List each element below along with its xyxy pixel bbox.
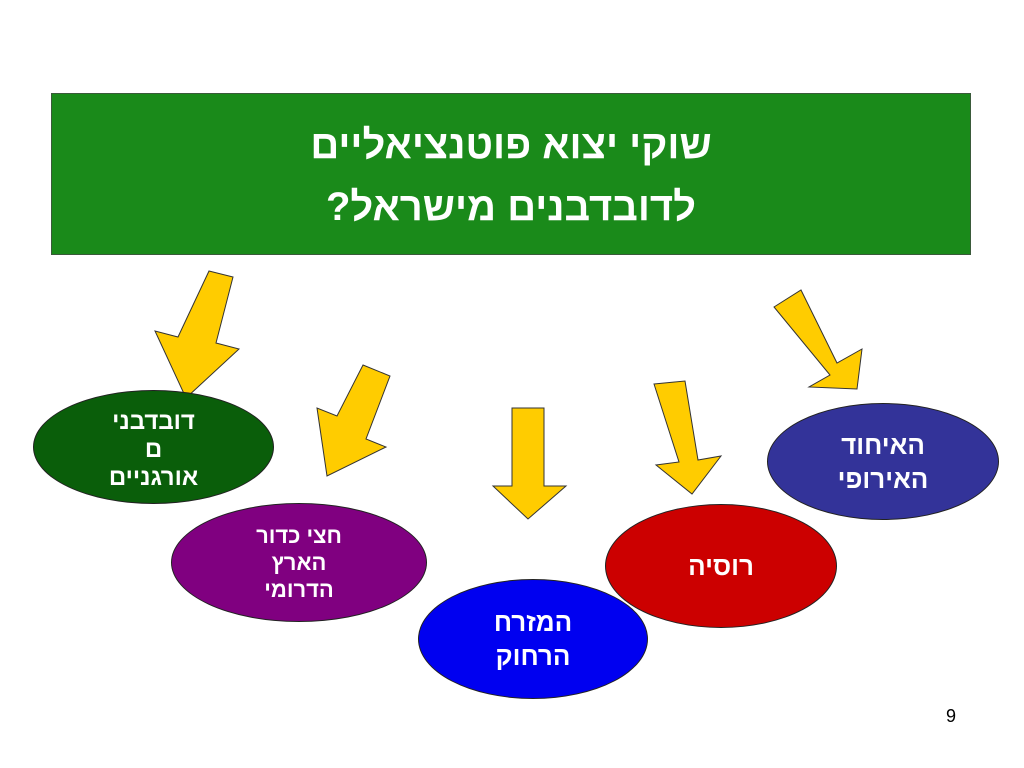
title-line-1: שוקי יצוא פוטנציאליים [310,123,712,167]
node-far-east-line-2: הרחוק [495,641,571,671]
arrow-russia [653,380,723,495]
node-far-east-line-1: המזרח [493,607,573,637]
node-organic-line-2: ם [144,436,163,463]
node-eu-line-1: האיחוד [841,429,925,460]
node-southern-hemisphere: חצי כדור הארץ הדרומי [171,503,427,622]
arrow-eu [773,289,863,390]
node-southern-line-3: הדרומי [264,577,334,602]
arrow-far-east [491,407,568,520]
node-russia: רוסיה [605,504,837,628]
node-organic: דובדבני ם אורגניים [33,390,274,504]
node-russia-line-1: רוסיה [688,551,754,581]
node-european-union: האיחוד האירופי [767,403,999,520]
node-far-east: המזרח הרחוק [418,579,648,699]
title-box: שוקי יצוא פוטנציאליים לדובדבנים מישראל? [51,93,971,255]
title-line-2: לדובדבנים מישראל? [325,185,697,229]
node-eu-line-2: האירופי [837,463,929,494]
node-organic-line-1: דובדבני [112,408,195,435]
node-southern-line-1: חצי כדור [256,523,342,548]
arrow-organic [154,270,241,399]
node-organic-line-3: אורגניים [108,464,199,491]
slide-number: 9 [946,706,957,726]
node-southern-line-2: הארץ [271,550,327,575]
arrow-southern [316,364,391,477]
